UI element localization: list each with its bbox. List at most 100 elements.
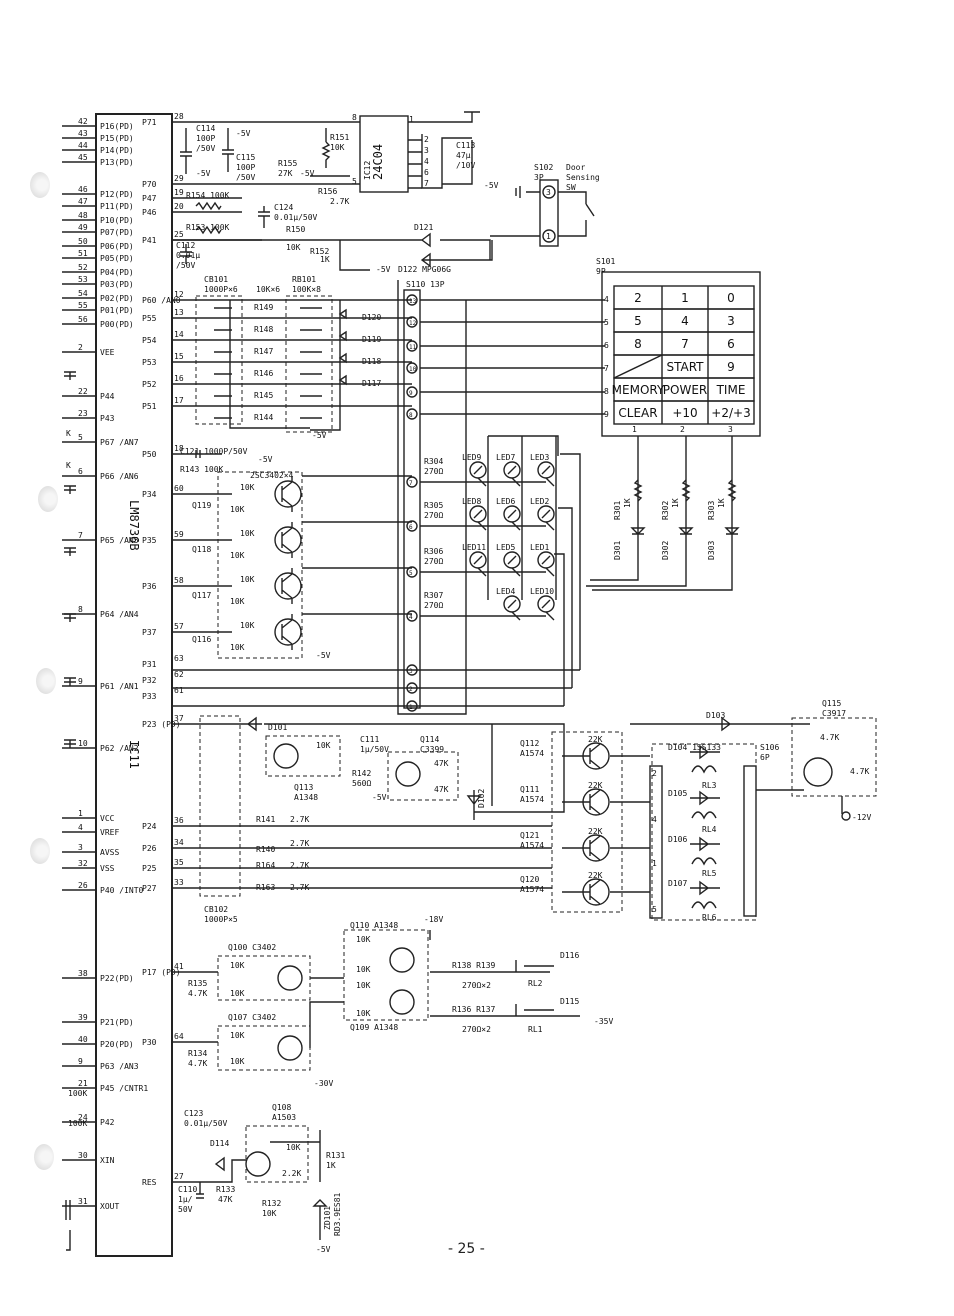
svg-text:100K×8: 100K×8 xyxy=(292,285,321,294)
svg-text:6: 6 xyxy=(409,524,413,531)
svg-text:10K: 10K xyxy=(286,1143,301,1152)
svg-text:P64 /AN4: P64 /AN4 xyxy=(100,610,139,619)
svg-text:-12V: -12V xyxy=(852,813,871,822)
svg-text:S106: S106 xyxy=(760,743,779,752)
svg-text:53: 53 xyxy=(78,275,88,284)
svg-text:LED9: LED9 xyxy=(462,453,481,462)
svg-text:10K: 10K xyxy=(230,505,245,514)
svg-text:D106: D106 xyxy=(668,835,687,844)
keypad-key-label: 8 xyxy=(634,337,642,351)
svg-text:10K: 10K xyxy=(230,597,245,606)
svg-text:P06(PD): P06(PD) xyxy=(100,242,134,251)
svg-text:22K: 22K xyxy=(588,871,603,880)
svg-text:56: 56 xyxy=(78,315,88,324)
svg-text:10K: 10K xyxy=(262,1209,277,1218)
svg-text:12: 12 xyxy=(174,290,184,299)
svg-text:P65 /AN5: P65 /AN5 xyxy=(100,536,139,545)
ic11-pin: P17 (PD)41 xyxy=(142,962,184,977)
svg-text:RL4: RL4 xyxy=(702,825,717,834)
svg-text:0.01μ/50V: 0.01μ/50V xyxy=(274,213,318,222)
svg-text:D302: D302 xyxy=(661,541,670,560)
svg-text:R153 100K: R153 100K xyxy=(186,223,230,232)
svg-text:8: 8 xyxy=(604,387,609,396)
svg-text:LED3: LED3 xyxy=(530,453,549,462)
svg-text:Q107 C3402: Q107 C3402 xyxy=(228,1013,276,1022)
svg-text:8: 8 xyxy=(78,605,83,614)
svg-text:10K×6: 10K×6 xyxy=(256,285,280,294)
keypad-key-label: START xyxy=(666,360,704,374)
svg-text:RB101: RB101 xyxy=(292,275,316,284)
svg-text:7: 7 xyxy=(409,480,413,487)
svg-text:47K: 47K xyxy=(434,759,449,768)
svg-text:Q112: Q112 xyxy=(520,739,539,748)
svg-text:10K: 10K xyxy=(316,741,331,750)
svg-text:42: 42 xyxy=(78,117,88,126)
svg-text:44: 44 xyxy=(78,141,88,150)
svg-text:P24: P24 xyxy=(142,822,157,831)
svg-text:C111: C111 xyxy=(360,735,379,744)
ic12-pin: 2 xyxy=(424,135,429,144)
svg-text:/50V: /50V xyxy=(176,261,195,270)
svg-text:AVSS: AVSS xyxy=(100,848,119,857)
svg-text:-35V: -35V xyxy=(594,1017,613,1026)
svg-text:R303: R303 xyxy=(707,501,716,520)
svg-text:10K: 10K xyxy=(230,551,245,560)
svg-text:25: 25 xyxy=(174,230,184,239)
binder-hole xyxy=(38,486,58,512)
svg-text:38: 38 xyxy=(78,969,88,978)
svg-text:R154 100K: R154 100K xyxy=(186,191,230,200)
svg-text:R156: R156 xyxy=(318,187,337,196)
svg-text:Q108: Q108 xyxy=(272,1103,291,1112)
svg-text:C121 1000P/50V: C121 1000P/50V xyxy=(180,447,248,456)
svg-text:D114: D114 xyxy=(210,1139,229,1148)
svg-text:P13(PD): P13(PD) xyxy=(100,158,134,167)
svg-text:11: 11 xyxy=(409,344,417,351)
svg-text:C124: C124 xyxy=(274,203,293,212)
svg-text:P12(PD): P12(PD) xyxy=(100,190,134,199)
svg-text:C3917: C3917 xyxy=(822,709,846,718)
svg-text:49: 49 xyxy=(78,223,88,232)
svg-text:31: 31 xyxy=(78,1197,88,1206)
svg-text:9P: 9P xyxy=(596,267,606,276)
svg-text:9: 9 xyxy=(409,390,413,397)
svg-text:Q111: Q111 xyxy=(520,785,539,794)
svg-text:P50: P50 xyxy=(142,450,157,459)
svg-text:270Ω×2: 270Ω×2 xyxy=(462,981,491,990)
svg-text:D103: D103 xyxy=(706,711,725,720)
svg-text:45: 45 xyxy=(78,153,88,162)
svg-text:26: 26 xyxy=(78,881,88,890)
svg-text:R136 R137: R136 R137 xyxy=(452,1005,496,1014)
s110-pin: 9 xyxy=(406,386,418,398)
s110-pin: 13 xyxy=(406,294,418,306)
svg-text:P33: P33 xyxy=(142,692,157,701)
svg-text:17: 17 xyxy=(174,396,184,405)
svg-text:22K: 22K xyxy=(588,735,603,744)
svg-text:1K: 1K xyxy=(326,1161,336,1170)
svg-text:R164: R164 xyxy=(256,861,275,870)
svg-text:D121: D121 xyxy=(414,223,433,232)
svg-text:6: 6 xyxy=(604,341,609,350)
keypad-key-label: +10 xyxy=(672,406,697,420)
svg-text:270Ω: 270Ω xyxy=(424,601,443,610)
svg-text:P20(PD): P20(PD) xyxy=(100,1040,134,1049)
svg-text:39: 39 xyxy=(78,1013,88,1022)
svg-text:40: 40 xyxy=(78,1035,88,1044)
svg-text:R146: R146 xyxy=(254,369,273,378)
svg-text:P00(PD): P00(PD) xyxy=(100,320,134,329)
svg-text:P25: P25 xyxy=(142,864,157,873)
